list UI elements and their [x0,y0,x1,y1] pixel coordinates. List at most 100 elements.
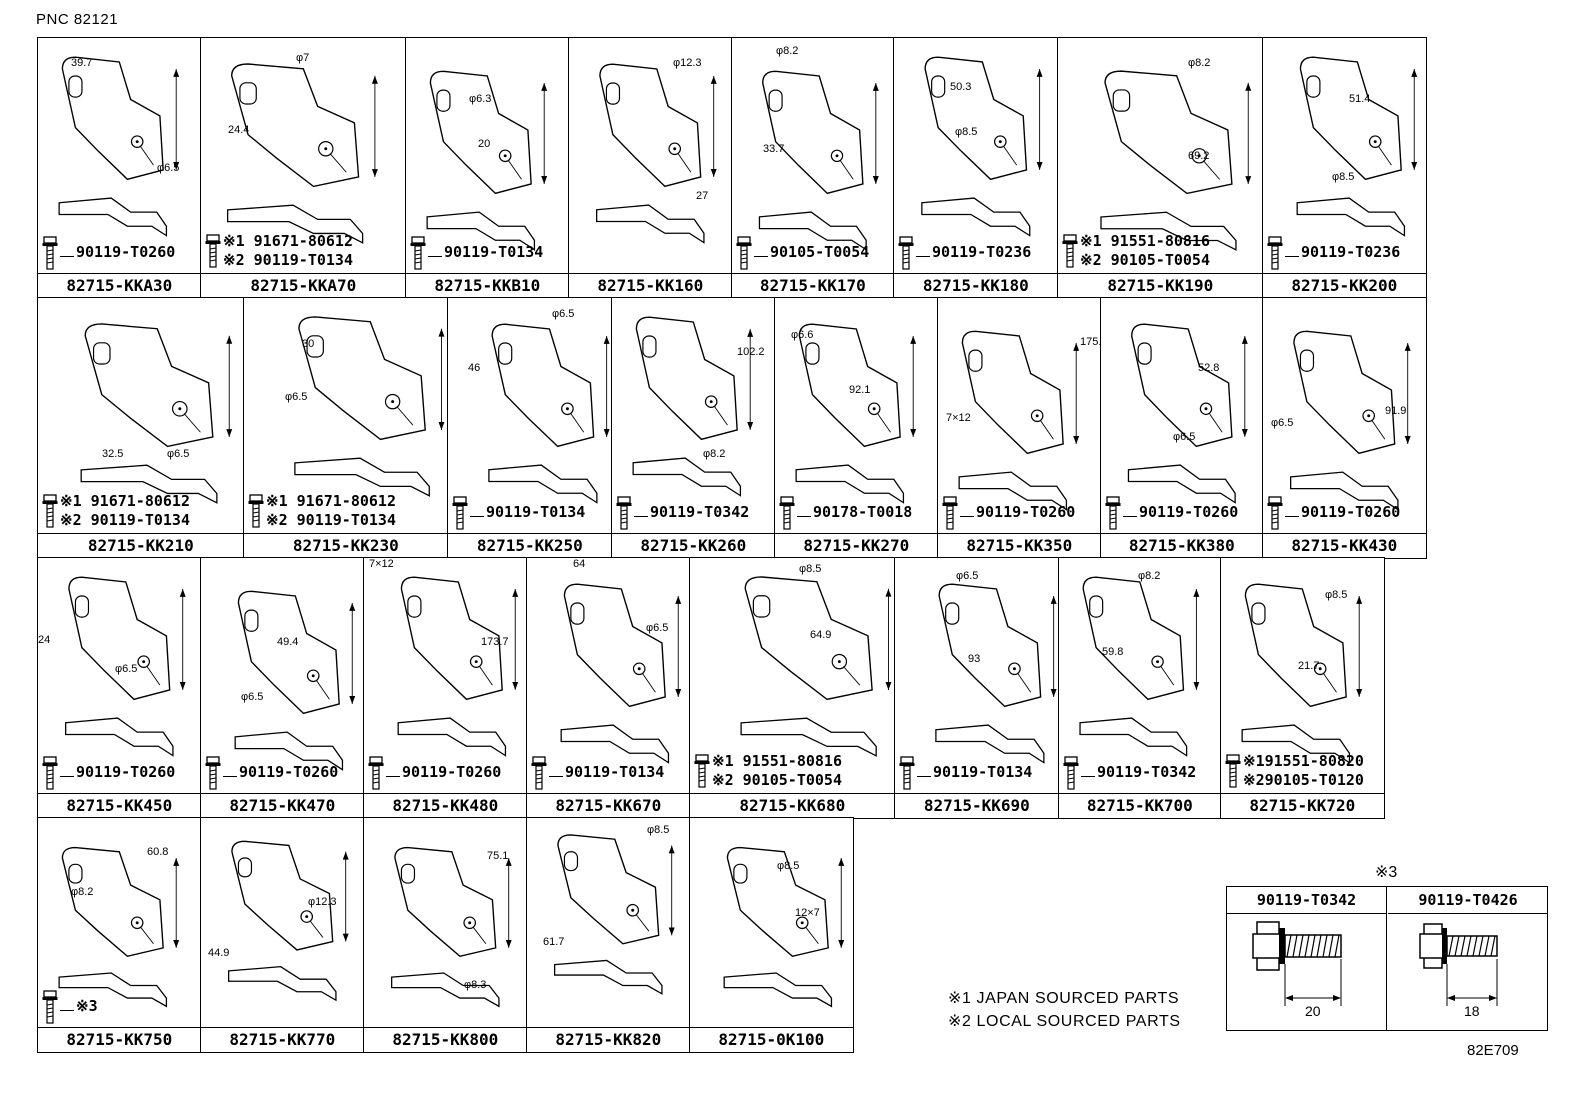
dimension-label: 30 [302,338,315,350]
dimension-label: 59.8 [1102,646,1124,658]
part-number: 82715-KK680 [690,792,895,818]
dimension-label: 93 [968,653,981,665]
dimension-label: φ8.5 [799,563,822,575]
bolt-callout: 90119-T0134 [452,495,585,530]
bolt-icon [616,495,632,530]
dimension-label: 12×7 [795,907,820,919]
bolt-icon [42,755,58,790]
dimension-label: 39.7 [71,57,93,69]
bolt-callout: ※191551-80820※290105-T0120 [1225,752,1364,790]
bolt-part-number: 90119-T0260 [960,503,1075,522]
dimension-label: φ8.5 [1332,171,1355,183]
dimension-label: 20 [478,138,491,150]
dimension-label: φ8.2 [776,45,799,57]
part-number: 82715-KK160 [569,272,732,298]
bolt-callout: 90119-T0260 [1105,495,1238,530]
bolt-length-label: 20 [1305,1003,1321,1019]
part-number: 82715-KK450 [38,792,201,818]
dimension-label: φ6.5 [1271,417,1294,429]
dimension-label: 7×12 [946,412,971,424]
bolt-callout: 90119-T0342 [616,495,749,530]
bolt-part-number: 90119-T0134 [549,763,664,782]
bracket-drawing [527,818,690,1028]
part-cell: φ8.5 61.7 82715-KK820 [526,817,691,1053]
bracket-drawing [201,38,406,274]
bracket-illustration [935,583,1057,764]
bracket-illustration [1079,576,1200,757]
bolt-callout: ※1 91671-80612※2 90119-T0134 [42,492,190,530]
bracket-drawing [612,298,775,534]
bolt-part-number: ※191551-80820 [1243,751,1364,770]
bracket-illustration [234,590,356,771]
pnc-label: PNC 82121 [36,11,119,28]
bolt-part-number: ※3 [60,997,98,1016]
part-number: 82715-KK770 [201,1026,364,1052]
bracket-drawing [406,38,569,274]
part-number: 82715-KK820 [527,1026,690,1052]
part-number: 82715-KK470 [201,792,364,818]
dimension-label: 46 [468,362,481,374]
bolt-callout: 90119-T0134 [899,755,1032,790]
bolt-part-number: 90119-T0260 [60,763,175,782]
bolt-length-label: 18 [1464,1003,1480,1019]
bolt-part-number: ※2 90119-T0134 [223,250,353,269]
part-number: 82715-KK170 [732,272,894,298]
bolt-part-number: 90119-T0260 [60,243,175,262]
bolt-part-number: 90119-T0260 [223,763,338,782]
bolt-callout: 90119-T0260 [942,495,1075,530]
bracket-illustration [632,316,754,497]
bolt-callout: 90119-T0236 [1267,235,1400,270]
bolt-callout: 90119-T0260 [205,755,338,790]
dimension-label: 64.9 [810,629,832,641]
bolt-table-part: 90119-T0426 [1388,887,1548,914]
dimension-label: φ6.5 [552,308,575,320]
bracket-illustration [560,583,682,764]
bolt-part-number: ※2 90119-T0134 [60,510,190,529]
dimension-label: φ8.3 [464,979,487,991]
bolt-table-col-1: 90119-T0342 20 [1227,887,1387,1030]
bracket-illustration [426,70,548,251]
bolt-part-number: ※290105-T0120 [1243,770,1364,789]
part-number: 82715-KK670 [527,792,690,818]
part-number: 82715-KK750 [38,1026,201,1052]
part-number: 82715-KK250 [448,532,612,558]
part-number: 82715-KKA70 [201,272,406,298]
bracket-drawing [938,298,1101,534]
dimension-label: 75.1 [487,850,509,862]
bracket-drawing [448,298,612,534]
bracket-illustration [1127,323,1248,504]
dimension-label: φ7 [296,52,310,64]
bracket-illustration [1241,583,1363,764]
bracket-drawing [201,558,364,794]
dimension-label: φ6.6 [791,329,814,341]
bracket-illustration [921,56,1043,237]
bracket-illustration [958,330,1080,511]
dimension-label: 52.8 [1198,362,1220,374]
dimension-label: 50.3 [950,81,972,93]
bolt-icon [1267,495,1283,530]
bolt-part-number: ※1 91671-80612 [223,231,353,250]
dimension-label: φ8.5 [647,824,670,836]
dimension-label: φ6.5 [167,448,190,460]
bolt-icon [42,235,58,270]
bolt-part-number: ※1 91551-80816 [1080,231,1210,250]
bracket-drawing [1263,38,1426,274]
bolt-callout: 90119-T0260 [42,755,175,790]
dimension-label: φ8.5 [1325,589,1348,601]
dimension-label: 61.7 [543,936,565,948]
dimension-label: 69.2 [1188,150,1210,162]
bracket-illustration [397,576,519,757]
bolt-part-number: 90119-T0236 [1285,243,1400,262]
dimension-label: φ6.5 [646,622,669,634]
dimension-label: 33.7 [763,143,785,155]
